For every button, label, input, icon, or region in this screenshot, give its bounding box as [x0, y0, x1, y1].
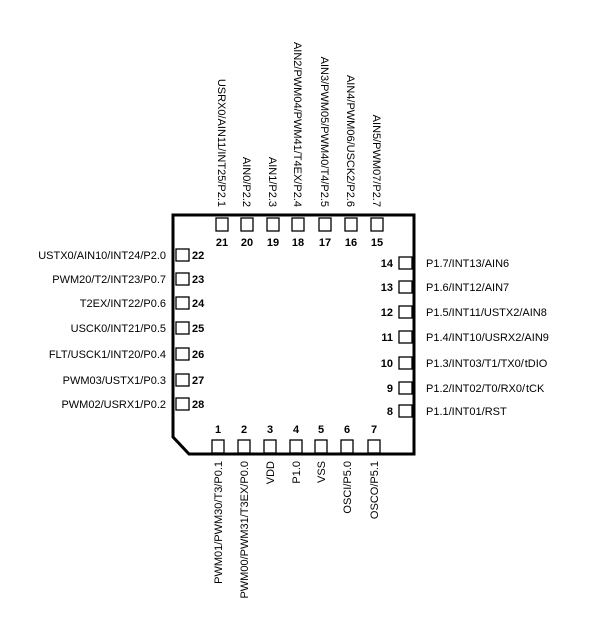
pin-number-17: 17 [319, 237, 331, 249]
pin-pad-19 [266, 217, 280, 232]
pin-number-20: 20 [241, 237, 253, 249]
pin-number-6: 6 [344, 424, 350, 436]
pin-number-9: 9 [387, 383, 393, 395]
pin-label-15: AIN5/PWM07/P2.7 [370, 115, 382, 207]
chip-body-outline [171, 213, 416, 456]
pin-label-26: FLT/USCK1/INT20/P0.4 [49, 349, 166, 361]
pin-pad-14 [398, 256, 413, 270]
pin-label-25: USCK0/INT21/P0.5 [71, 323, 166, 335]
pin-label-5: VSS [316, 461, 328, 483]
pin-number-24: 24 [192, 298, 205, 310]
pin-pad-25 [175, 321, 190, 335]
pin-label-11: P1.4/INT10/USRX2/AIN9 [426, 332, 549, 344]
pin-number-19: 19 [267, 237, 279, 249]
pin-label-6: OSCI/P5.0 [342, 461, 354, 514]
pin-number-13: 13 [381, 282, 393, 294]
pin-pad-13 [398, 280, 413, 294]
pin-number-21: 21 [216, 237, 228, 249]
pin-label-18: AIN2/PWM04/PWM41/T4EX/P2.4 [291, 42, 303, 207]
pin-pad-22 [175, 248, 190, 262]
pin-number-4: 4 [293, 424, 300, 436]
pin-number-22: 22 [192, 250, 204, 262]
pin-number-1: 1 [215, 424, 221, 436]
pin-number-23: 23 [192, 274, 204, 286]
pin-pad-9 [398, 381, 413, 395]
pin-pad-27 [175, 373, 190, 387]
pin-label-13: P1.6/INT12/AIN7 [426, 282, 509, 294]
pin-number-14: 14 [381, 258, 394, 270]
pin-layer: 22USTX0/AIN10/INT24/P2.023PWM20/T2/INT23… [38, 42, 549, 599]
pin-number-25: 25 [192, 323, 204, 335]
pin-label-22: USTX0/AIN10/INT24/P2.0 [38, 250, 166, 262]
pin-pad-5 [314, 439, 328, 454]
pin-pad-6 [340, 439, 354, 454]
pin-label-accent-9: tCK [526, 383, 545, 395]
pin-label-14: P1.7/INT13/AIN6 [426, 258, 509, 270]
pin-label-10: P1.3/INT03/T1/TX0/ [426, 358, 525, 370]
pin-label-9: P1.2/INT02/T0/RX0/ [426, 383, 526, 395]
pin-number-28: 28 [192, 399, 204, 411]
pin-pad-18 [291, 217, 305, 232]
pin-label-accent-10: tDIO [525, 358, 548, 370]
pin-pad-11 [398, 330, 413, 344]
pin-number-10: 10 [381, 358, 393, 370]
pin-number-16: 16 [345, 237, 357, 249]
pin-pad-7 [367, 439, 381, 454]
pin-label-23: PWM20/T2/INT23/P0.7 [52, 274, 166, 286]
pin-pad-8 [398, 404, 413, 418]
pin-number-11: 11 [381, 332, 393, 344]
pin-pad-12 [398, 305, 413, 319]
pin-number-3: 3 [267, 424, 273, 436]
pin-number-27: 27 [192, 375, 204, 387]
pin-pad-4 [289, 439, 303, 454]
pin-label-17: AIN3/PWM05/PWM40/T4/P2.5 [318, 57, 330, 207]
pin-pad-10 [398, 356, 413, 370]
pin-number-2: 2 [241, 424, 247, 436]
pin-number-5: 5 [318, 424, 324, 436]
pin-label-4: P1.0 [291, 461, 303, 484]
pin-number-18: 18 [292, 237, 304, 249]
pin-label-7: OSCO/P5.1 [369, 461, 381, 519]
pin-pad-3 [263, 439, 277, 454]
pin-number-12: 12 [381, 307, 393, 319]
pin-label-28: PWM02/USRX1/P0.2 [61, 399, 166, 411]
pin-number-7: 7 [371, 424, 377, 436]
pin-label-27: PWM03/USTX1/P0.3 [63, 375, 166, 387]
pin-label-8: P1.1/INT01/RST [426, 406, 507, 418]
pin-label-24: T2EX/INT22/P0.6 [80, 298, 166, 310]
pin-label-19: AIN1/P2.3 [266, 157, 278, 207]
pin-label-21: USRX0/AIN11/INT25/P2.1 [215, 79, 227, 207]
pin-pad-28 [175, 397, 190, 411]
pin-label-20: AIN0/P2.2 [240, 157, 252, 207]
pin-pad-17 [318, 217, 332, 232]
pin-label-3: VDD [265, 461, 277, 484]
pin-number-15: 15 [371, 237, 383, 249]
pin-label-12: P1.5/INT11/USTX2/AIN8 [426, 307, 547, 319]
pin-pad-23 [175, 272, 190, 286]
pin-pad-16 [344, 217, 358, 232]
pin-pad-20 [240, 217, 254, 232]
pin-number-26: 26 [192, 349, 204, 361]
pin-pad-26 [175, 347, 190, 361]
pin-pad-2 [237, 439, 251, 454]
pin-label-2: PWM00/PWM31/T3EX/P0.0 [239, 461, 251, 599]
pin-label-16: AIN4/PWM06/USCK2/P2.6 [344, 75, 356, 207]
pin-pad-21 [215, 217, 229, 232]
pin-pad-15 [370, 217, 384, 232]
pin-number-8: 8 [387, 406, 393, 418]
pin-pad-24 [175, 296, 190, 310]
pin-pad-1 [211, 439, 225, 454]
pin-label-1: PWM01/PWM30/T3/P0.1 [213, 461, 225, 584]
